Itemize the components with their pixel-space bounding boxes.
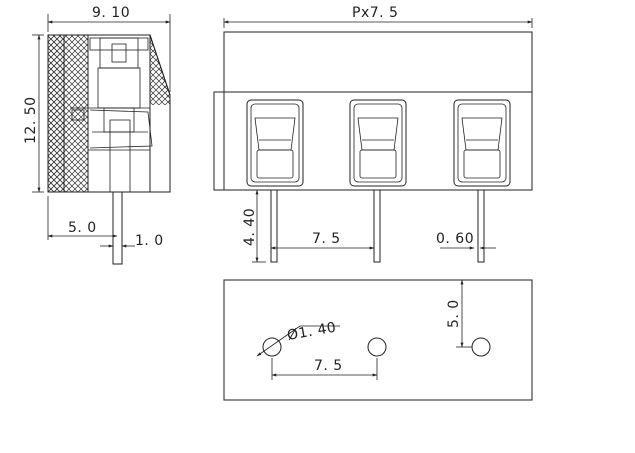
dim-offset-5: 5. 0 [68,220,97,236]
front-dimensions: Px7. 5 4. 40 7. 5 0. 60 [223,5,533,263]
side-dimensions: 9. 10 12. 50 5. 0 1. 0 [23,5,171,249]
dim-pitch-bottom: 7. 5 [314,358,343,374]
dim-pitch-front: 7. 5 [312,231,341,247]
bottom-dimensions: Ø1. 40 7. 5 5. 0 [256,279,472,380]
side-view [47,34,171,265]
side-hatch-left [48,35,64,192]
front-body-lower [213,91,533,191]
terminal-pin [270,189,278,263]
dim-pin-length: 4. 40 [242,208,258,246]
dim-height-left: 12. 50 [23,96,39,144]
dim-pin-thickness: 0. 60 [436,231,474,247]
side-pin [112,191,123,265]
front-body-upper [223,31,533,93]
terminal-2 [349,99,407,263]
terminal-pin [477,189,485,263]
dim-pitch-total: Px7. 5 [352,5,398,21]
side-housing-hatch [48,35,170,192]
dim-hole-diameter: Ø1. 40 [286,320,338,344]
pin-hole-2 [367,337,387,357]
dim-hole-offset: 5. 0 [446,299,462,328]
bottom-outline [223,279,533,401]
terminal-group [246,99,511,263]
terminal-pin [373,189,381,263]
front-view [213,31,533,191]
pin-hole-3 [471,337,491,357]
bottom-view [223,279,533,401]
terminal-3 [453,99,511,263]
pin-hole-1 [262,337,282,357]
dim-pin-width: 1. 0 [135,233,164,249]
terminal-1 [246,99,304,263]
dim-width-top: 9. 10 [92,5,130,21]
